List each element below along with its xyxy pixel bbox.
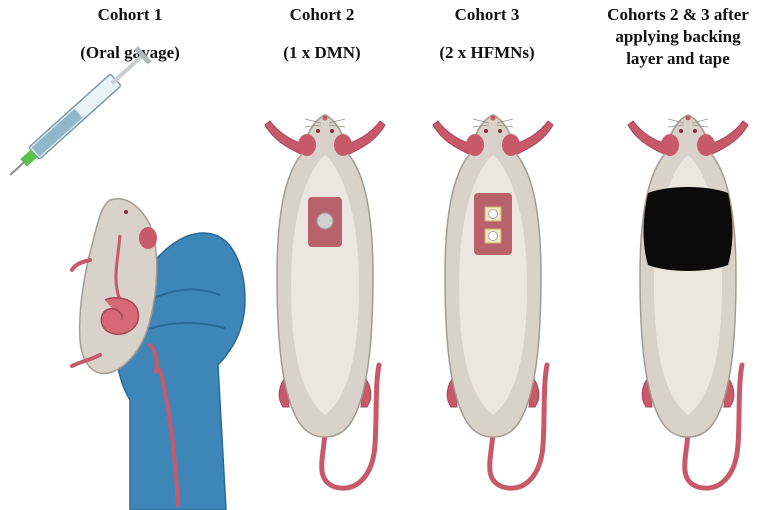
cohort-2-title: Cohort 2 — [289, 5, 355, 24]
cohort-4-line-2: applying backing — [615, 27, 741, 46]
cohort-3-title: Cohort 3 — [454, 5, 520, 24]
cohort-4-heading: Cohorts 2 & 3 after applying backing lay… — [580, 4, 776, 70]
cohort-3-rat — [433, 115, 553, 488]
cohort-3-subtitle: (2 x HFMNs) — [439, 43, 535, 62]
cohort-2-subtitle: (1 x DMN) — [283, 43, 361, 62]
hfmn-patch — [474, 193, 512, 255]
cohort-4-line-3: layer and tape — [626, 49, 730, 68]
cohort-2-heading: Cohort 2 (1 x DMN) — [247, 4, 397, 64]
cohort-1-subtitle: (Oral gavage) — [80, 43, 180, 62]
cohort-2-rat — [265, 115, 385, 488]
cohort-3-heading: Cohort 3 (2 x HFMNs) — [412, 4, 562, 64]
syringe-icon — [9, 46, 152, 176]
cohort-1-title: Cohort 1 — [97, 5, 163, 24]
backing-tape — [643, 187, 733, 271]
oral-gavage-illustration — [9, 46, 246, 510]
cohort-1-heading: Cohort 1 (Oral gavage) — [55, 4, 205, 64]
cohort-4-rat — [628, 115, 748, 488]
cohort-4-line-1: Cohorts 2 & 3 after — [607, 5, 749, 24]
